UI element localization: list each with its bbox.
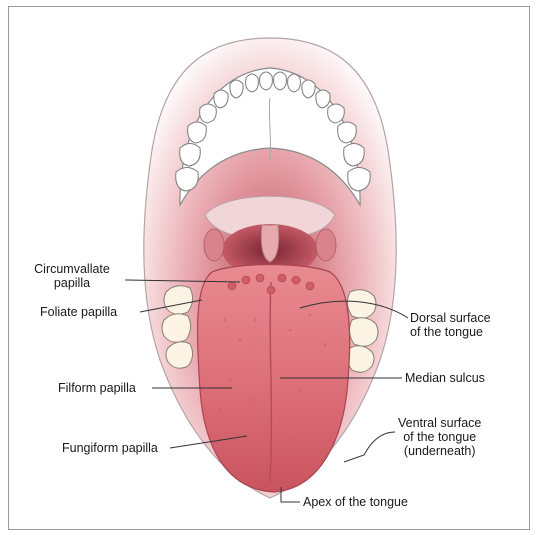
label-median: Median sulcus: [405, 371, 485, 385]
right-tonsil: [316, 229, 336, 261]
label-circumvallate: Circumvallate papilla: [22, 262, 122, 290]
label-ventral-line3: (underneath): [398, 444, 481, 458]
label-dorsal-line1: Dorsal surface: [410, 311, 491, 325]
label-ventral: Ventral surface of the tongue (underneat…: [398, 416, 481, 458]
label-fungiform: Fungiform papilla: [62, 441, 158, 455]
leader-ventral: [344, 432, 395, 462]
left-tonsil: [204, 229, 224, 261]
label-apex: Apex of the tongue: [303, 495, 408, 509]
label-foliate: Foliate papilla: [40, 305, 117, 319]
label-circumvallate-line2: papilla: [22, 276, 122, 290]
label-dorsal: Dorsal surface of the tongue: [410, 311, 491, 339]
label-ventral-line2: of the tongue: [398, 430, 481, 444]
label-dorsal-line2: of the tongue: [410, 325, 491, 339]
label-circumvallate-line1: Circumvallate: [22, 262, 122, 276]
label-ventral-line1: Ventral surface: [398, 416, 481, 430]
label-filiform: Filform papilla: [58, 381, 136, 395]
